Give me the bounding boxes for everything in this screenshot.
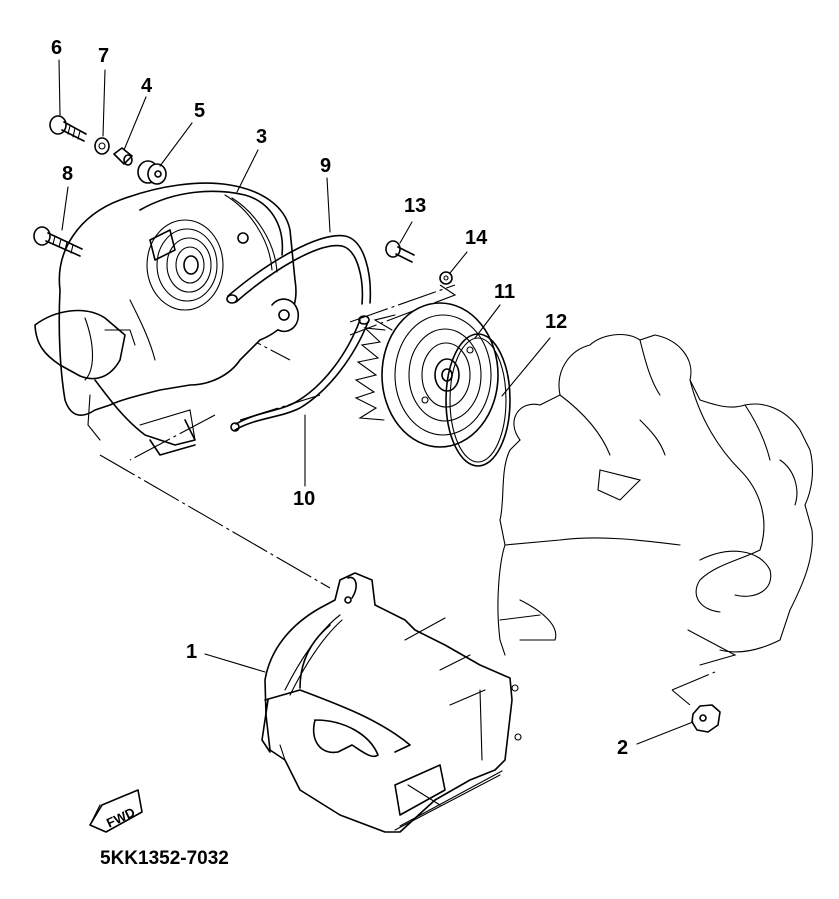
forward-direction-marker: FWD [89, 789, 143, 833]
part-6-bolt[interactable] [49, 115, 87, 142]
leader-lines [58, 59, 694, 745]
callout-2: 2 [617, 737, 628, 759]
callout-8: 8 [62, 163, 73, 185]
engine-crankcase-outline [497, 334, 814, 666]
callout-14: 14 [465, 227, 488, 249]
callout-10: 10 [293, 488, 315, 510]
part-5-damper[interactable] [137, 160, 167, 185]
part-11-cooling-fan[interactable] [354, 302, 499, 448]
callout-9: 9 [320, 155, 331, 177]
part-7-washer[interactable] [94, 137, 110, 155]
diagram-part-code: 5KK1352-7032 [100, 848, 229, 869]
part-10-hose-lower[interactable] [230, 315, 370, 432]
callout-12: 12 [545, 311, 567, 333]
part-3-shroud-upper[interactable] [34, 182, 300, 456]
callout-6: 6 [51, 37, 62, 59]
part-14-fan-washer[interactable] [439, 271, 453, 285]
callout-7: 7 [98, 45, 109, 67]
part-2-nut[interactable] [691, 704, 721, 733]
callout-4: 4 [141, 75, 153, 97]
callout-3: 3 [256, 126, 267, 148]
part-9-hose-upper[interactable] [226, 234, 372, 305]
part-4-collar[interactable] [113, 147, 133, 166]
callout-13: 13 [404, 195, 426, 217]
callout-11: 11 [494, 281, 515, 303]
callout-5: 5 [194, 100, 205, 122]
callout-1: 1 [186, 641, 197, 663]
part-8-screw[interactable] [33, 226, 83, 257]
part-13-fan-bolt[interactable] [385, 240, 415, 263]
callout-labels: 6 7 4 5 3 8 9 13 14 11 12 10 1 2 [51, 37, 628, 759]
part-1-shroud-lower[interactable] [261, 572, 522, 833]
